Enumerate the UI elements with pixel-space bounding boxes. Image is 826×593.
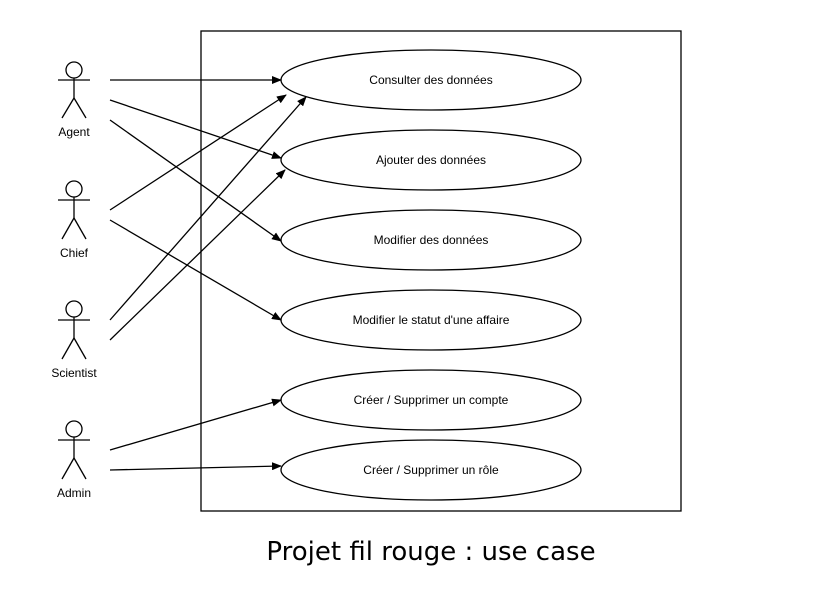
actor-label: Chief: [60, 246, 89, 260]
use-case-role: Créer / Supprimer un rôle: [280, 439, 582, 501]
use-case-modifier: Modifier des données: [280, 209, 582, 271]
arrow-chief-consulter: [109, 94, 287, 211]
diagram-caption: Projet fil rouge : use case: [266, 537, 596, 567]
stick-figure-icon: [58, 61, 90, 119]
actor-label: Agent: [58, 125, 90, 139]
associations: [109, 76, 307, 471]
actor-label: Scientist: [51, 366, 97, 380]
use-case-label: Modifier le statut d'une affaire: [353, 313, 510, 327]
use-case-statut: Modifier le statut d'une affaire: [280, 289, 582, 351]
stick-figure-icon: [58, 180, 90, 240]
use-case-consulter: Consulter des données: [280, 49, 582, 111]
actor-label: Admin: [57, 486, 91, 500]
actor-scientist: Scientist: [51, 300, 97, 380]
use-case-label: Modifier des données: [374, 233, 489, 247]
arrow-admin-compte: [109, 398, 282, 451]
arrow-agent-ajouter: [109, 99, 282, 159]
use-case-compte: Créer / Supprimer un compte: [280, 369, 582, 431]
use-case-label: Ajouter des données: [376, 153, 486, 167]
actor-agent: Agent: [58, 61, 90, 139]
use-case-label: Créer / Supprimer un compte: [354, 393, 509, 407]
stick-figure-icon: [58, 300, 90, 360]
arrow-admin-role: [109, 462, 282, 471]
arrow-scientist-ajouter: [109, 169, 286, 341]
use-case-label: Créer / Supprimer un rôle: [363, 463, 499, 477]
actor-chief: Chief: [58, 180, 90, 260]
arrow-chief-statut: [109, 219, 282, 321]
use-case-ajouter: Ajouter des données: [280, 129, 582, 191]
use-case-label: Consulter des données: [369, 73, 492, 87]
actor-admin: Admin: [57, 420, 91, 500]
system-boundary: [200, 30, 682, 512]
stick-figure-icon: [58, 420, 90, 480]
arrow-scientist-consulter: [109, 96, 307, 321]
arrow-agent-modifier: [109, 119, 282, 242]
